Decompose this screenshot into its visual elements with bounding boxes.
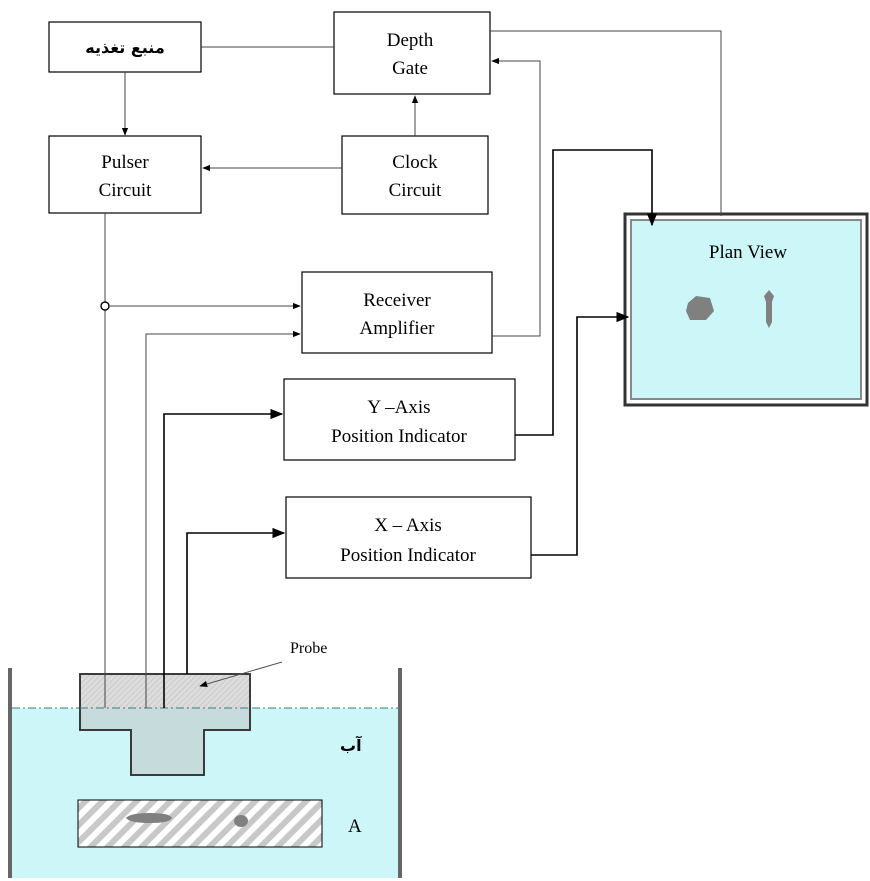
tank-wall-right <box>398 668 402 878</box>
x-axis-line1: X – Axis <box>374 515 442 536</box>
pulser-line2: Circuit <box>99 180 152 201</box>
clock-line1: Clock <box>392 152 438 173</box>
probe-pointer <box>199 661 283 688</box>
y-axis-line2: Position Indicator <box>331 426 467 447</box>
depth-gate-block: Depth Gate <box>333 11 491 95</box>
probe: Probe <box>79 640 327 776</box>
pulser-line1: Pulser <box>101 152 149 173</box>
depth-gate-line1: Depth <box>387 30 434 51</box>
plan-flaw-blob <box>686 296 714 320</box>
depth-gate-line2: Gate <box>392 58 428 79</box>
clock-line2: Circuit <box>389 180 442 201</box>
junction-dot <box>100 301 110 311</box>
flaw-round <box>234 815 248 827</box>
water-tank: A آب <box>8 668 402 878</box>
x-axis-line2: Position Indicator <box>340 545 476 566</box>
receiver-line1: Receiver <box>363 290 431 311</box>
pulser-circuit-block: Pulser Circuit <box>48 135 202 214</box>
plan-flaw-elongated <box>764 290 774 328</box>
receiver-line2: Amplifier <box>360 318 436 339</box>
water-label: آب <box>340 735 362 755</box>
plan-view-display: Plan View <box>623 212 869 407</box>
wire-probe-xaxis <box>186 527 286 674</box>
specimen-block <box>77 799 323 848</box>
wire-receiver-depthgate <box>491 57 541 337</box>
wire-yaxis-planview <box>515 149 658 436</box>
flaw-elongated <box>126 813 172 823</box>
wire-xaxis-planview <box>531 311 630 556</box>
clock-circuit-block: Clock Circuit <box>341 135 489 215</box>
y-axis-indicator-block: Y –Axis Position Indicator <box>283 378 516 461</box>
probe-label: Probe <box>290 640 327 657</box>
plan-view-label: Plan View <box>709 242 787 263</box>
tank-wall-left <box>8 668 12 878</box>
water <box>12 708 398 878</box>
power-supply-label: منبع تغذیه <box>85 38 164 57</box>
receiver-amplifier-block: Receiver Amplifier <box>301 271 493 354</box>
y-axis-line1: Y –Axis <box>367 397 430 418</box>
specimen-label: A <box>348 816 362 837</box>
wire-probe-receiver <box>145 330 301 708</box>
x-axis-indicator-block: X – Axis Position Indicator <box>285 496 532 579</box>
power-supply-block: منبع تغذیه <box>48 21 202 73</box>
wire-depthgate-planview <box>490 30 722 216</box>
wire-probe-yaxis <box>163 408 284 708</box>
